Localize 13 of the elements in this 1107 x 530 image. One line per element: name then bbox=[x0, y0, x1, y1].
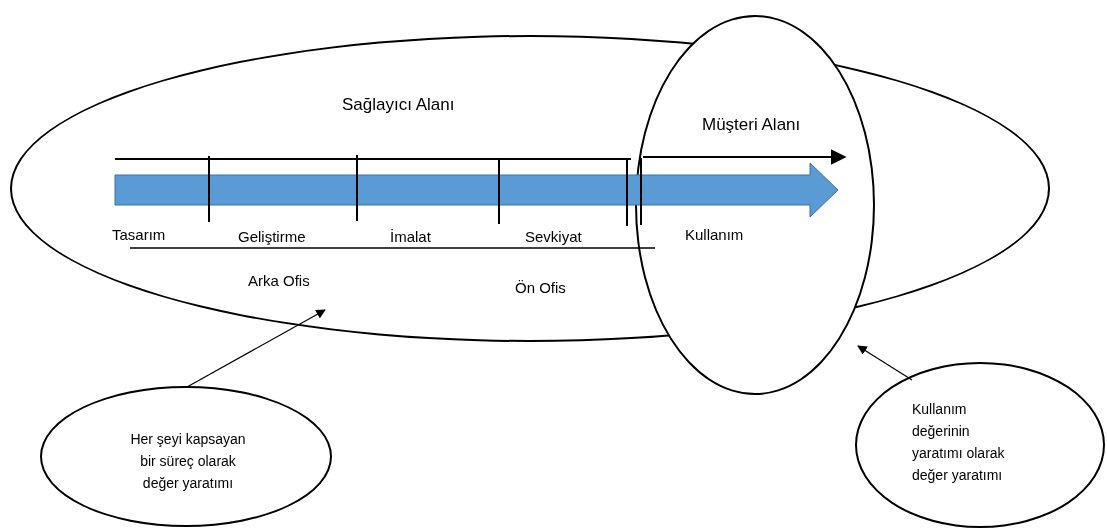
stage-label: Kullanım bbox=[685, 225, 744, 245]
office-label: Arka Ofis bbox=[248, 271, 310, 291]
office-label: Ön Ofis bbox=[515, 278, 566, 298]
stage-label: Geliştirme bbox=[238, 227, 306, 247]
area-title: Müşteri Alanı bbox=[702, 114, 802, 136]
stage-label: İmalat bbox=[390, 227, 431, 247]
ellipse-text: Her şeyi kapsayan bir süreç olarak değer yaratımı bbox=[129, 430, 247, 493]
stage-label: Tasarım bbox=[112, 225, 166, 245]
arrow bbox=[857, 345, 913, 381]
area-title: Sağlayıcı Alanı bbox=[342, 94, 456, 116]
arrow bbox=[186, 309, 326, 388]
ellipse-text: Kullanım değerinin yaratımı olarak değer yaratımı bbox=[912, 400, 1006, 485]
stage-label: Sevkiyat bbox=[525, 227, 582, 247]
